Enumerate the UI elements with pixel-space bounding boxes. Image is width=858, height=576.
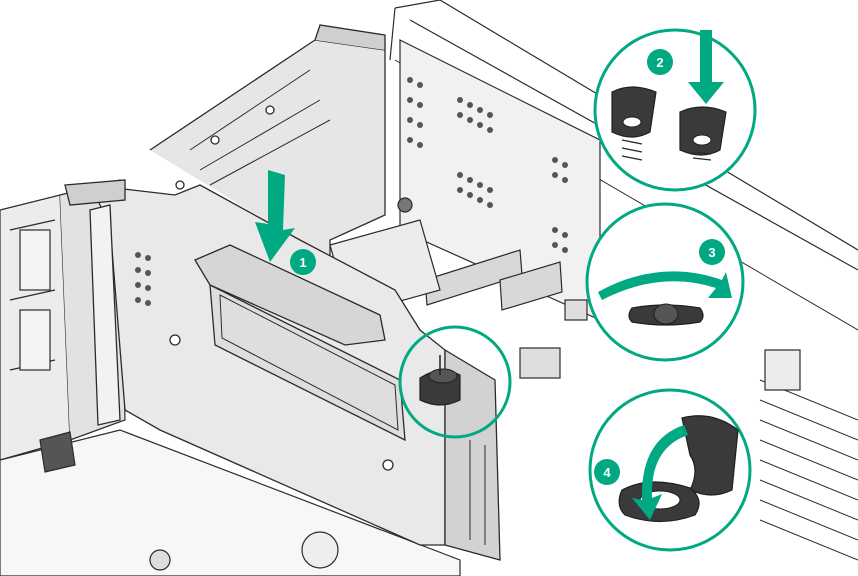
callout-step-4: 4 bbox=[588, 388, 752, 552]
riser-cage bbox=[64, 24, 501, 561]
callout-step-3: 3 bbox=[585, 202, 745, 362]
pcie-slot bbox=[499, 261, 563, 311]
step-1-number: 1 bbox=[299, 255, 306, 270]
callout-step-2: 2 bbox=[593, 28, 757, 192]
step-1-badge: 1 bbox=[290, 249, 316, 275]
thumbscrew-knob-icon bbox=[419, 355, 461, 406]
down-arrow-icon bbox=[688, 30, 724, 104]
thumbscrew-knob-icon bbox=[679, 106, 727, 156]
down-arrow-icon bbox=[255, 170, 295, 262]
curved-arrow-icon bbox=[598, 271, 732, 300]
spring-icon bbox=[621, 139, 643, 161]
dimm-slots bbox=[759, 349, 858, 561]
knob-highlight-circle bbox=[398, 325, 512, 439]
spring-icon bbox=[692, 151, 712, 161]
step-3-number: 3 bbox=[708, 245, 715, 260]
thumbscrew-knob-icon bbox=[681, 415, 739, 496]
step-4-number: 4 bbox=[603, 465, 611, 480]
vent-holes bbox=[407, 77, 568, 253]
step-2-number: 2 bbox=[656, 55, 663, 70]
thumbscrew-knob-icon bbox=[611, 86, 657, 138]
curved-arrow-icon bbox=[632, 425, 688, 520]
